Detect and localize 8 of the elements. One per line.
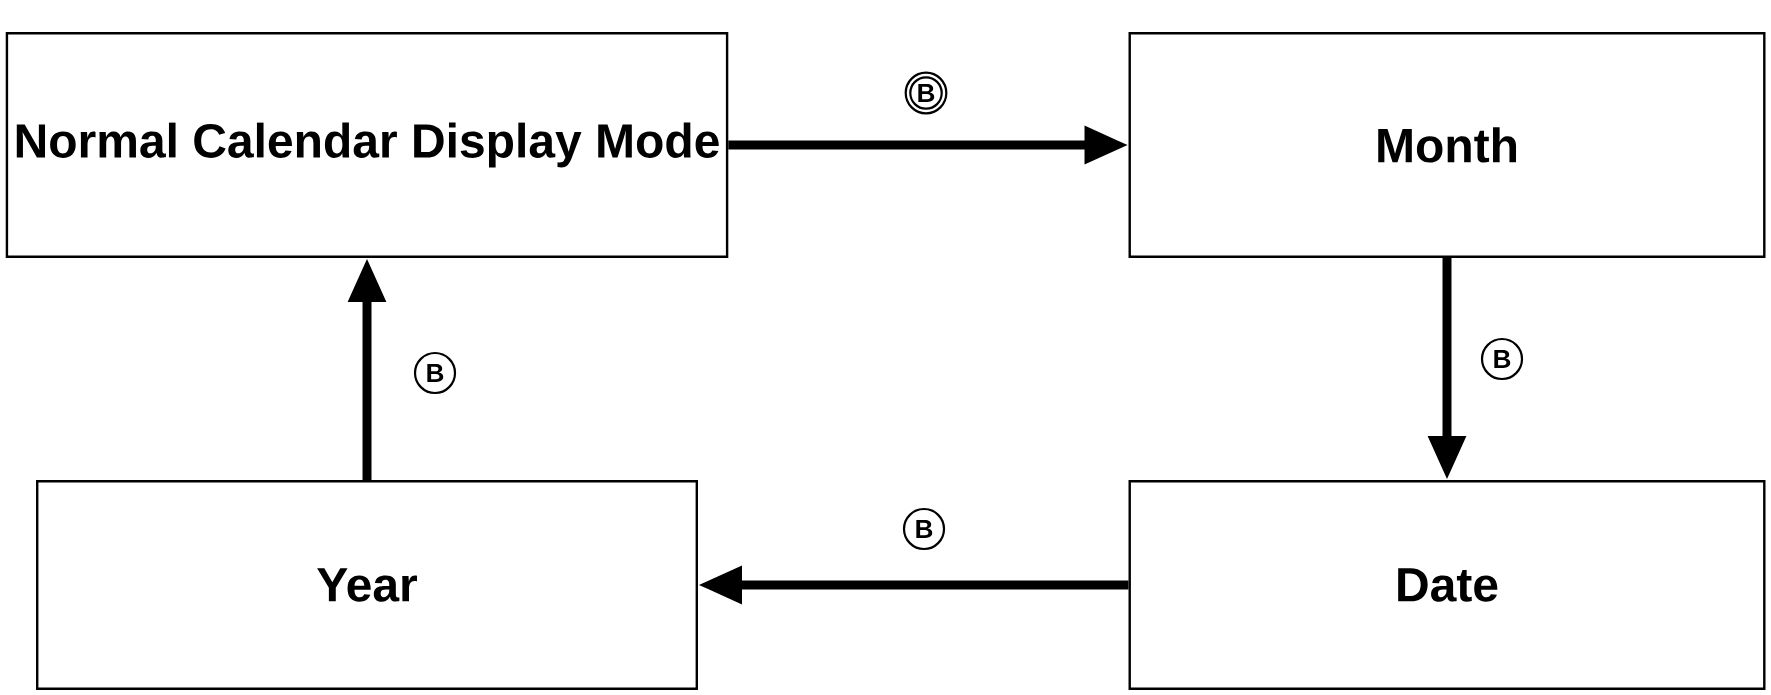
mode-box: Normal Calendar Display Mode [5, 32, 729, 258]
edge-label: B [902, 507, 946, 551]
mode-box: Year [36, 480, 698, 690]
edge-label: B [1480, 337, 1524, 381]
edge-label: B [904, 71, 948, 115]
mode-box: Date [1128, 480, 1766, 690]
edge-label: B [413, 351, 457, 395]
mode-box: Month [1128, 32, 1766, 258]
